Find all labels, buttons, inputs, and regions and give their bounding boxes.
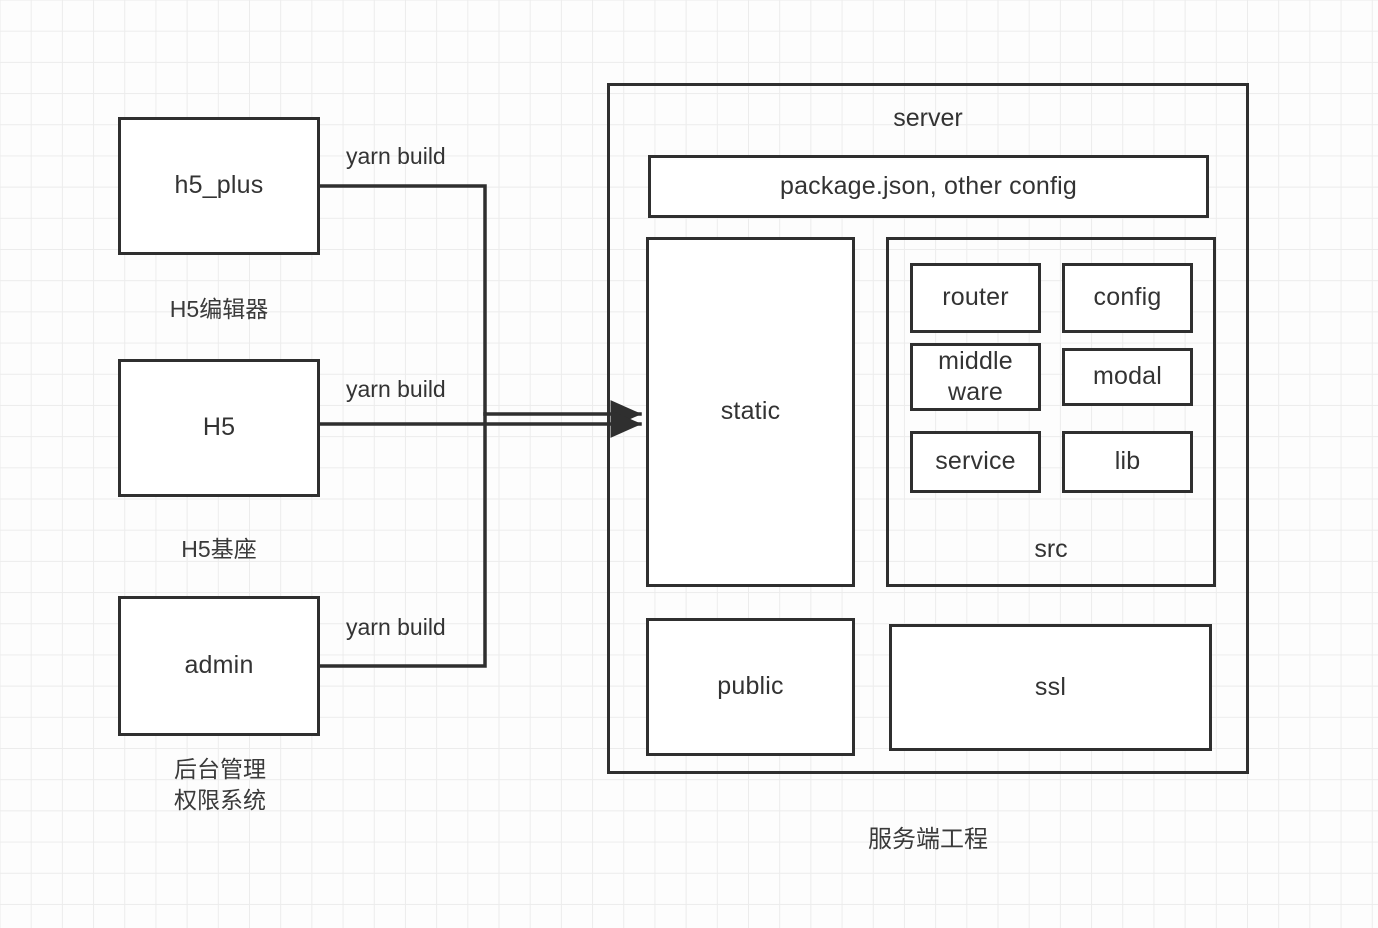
server-title: server (893, 104, 963, 132)
server-static-label: static (720, 397, 781, 426)
src-item-config[interactable]: config (1062, 263, 1193, 333)
server-config-box[interactable]: package.json, other config (648, 155, 1209, 218)
source-box-admin[interactable]: admin (118, 596, 320, 736)
source-caption-admin: 后台管理 权限系统 (174, 756, 266, 813)
source-box-h5_plus[interactable]: h5_plus (118, 117, 320, 255)
src-item-label-lib: lib (1114, 447, 1141, 476)
src-item-lib[interactable]: lib (1062, 431, 1193, 493)
server-caption: 服务端工程 (868, 826, 988, 853)
server-public-label: public (717, 672, 784, 701)
source-label-h5_plus: h5_plus (174, 171, 264, 200)
server-ssl-label: ssl (1034, 672, 1067, 701)
src-item-modal[interactable]: modal (1062, 348, 1193, 406)
src-item-middleware[interactable]: middle ware (910, 343, 1041, 411)
edge-label-h5: yarn build (346, 376, 446, 402)
edge-label-admin: yarn build (346, 614, 446, 640)
src-item-label-config: config (1093, 283, 1162, 312)
src-item-router[interactable]: router (910, 263, 1041, 333)
src-item-label-middleware: middle ware (938, 346, 1013, 406)
src-title: src (1034, 535, 1068, 563)
src-item-service[interactable]: service (910, 431, 1041, 493)
src-item-label-service: service (935, 447, 1016, 476)
src-container[interactable] (886, 237, 1216, 587)
src-item-label-modal: modal (1092, 362, 1163, 391)
server-static-box[interactable]: static (646, 237, 855, 587)
source-caption-h5: H5基座 (181, 536, 257, 562)
server-ssl-box[interactable]: ssl (889, 624, 1212, 751)
src-item-label-router: router (942, 283, 1009, 312)
source-box-h5[interactable]: H5 (118, 359, 320, 497)
source-label-h5: H5 (202, 413, 236, 442)
source-caption-h5_plus: H5编辑器 (169, 296, 269, 322)
server-config-label: package.json, other config (779, 171, 1078, 200)
server-public-box[interactable]: public (646, 618, 855, 756)
server-container[interactable] (607, 83, 1249, 774)
source-label-admin: admin (184, 651, 254, 680)
edge-label-h5_plus: yarn build (346, 143, 446, 169)
